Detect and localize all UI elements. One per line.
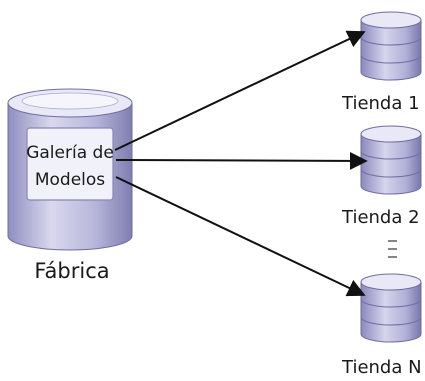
- factory-label: Fábrica: [34, 259, 109, 283]
- store-n-database-icon: [360, 273, 422, 343]
- arrow-to-store-2: [115, 151, 368, 170]
- store-n-label: Tienda N: [341, 357, 422, 378]
- factory-database-icon: [7, 88, 133, 251]
- model-gallery-label-line1: Galería de: [26, 143, 114, 163]
- ellipsis-dashes: [388, 240, 397, 258]
- arrow-to-store-n: [115, 176, 366, 297]
- model-gallery-label-line2: Modelos: [35, 170, 105, 190]
- store-2-database-icon: [360, 125, 422, 195]
- store-2-label: Tienda 2: [341, 207, 420, 228]
- arrow-to-store-1: [114, 30, 366, 151]
- store-1-label: Tienda 1: [341, 93, 420, 114]
- store-1-database-icon: [360, 11, 422, 81]
